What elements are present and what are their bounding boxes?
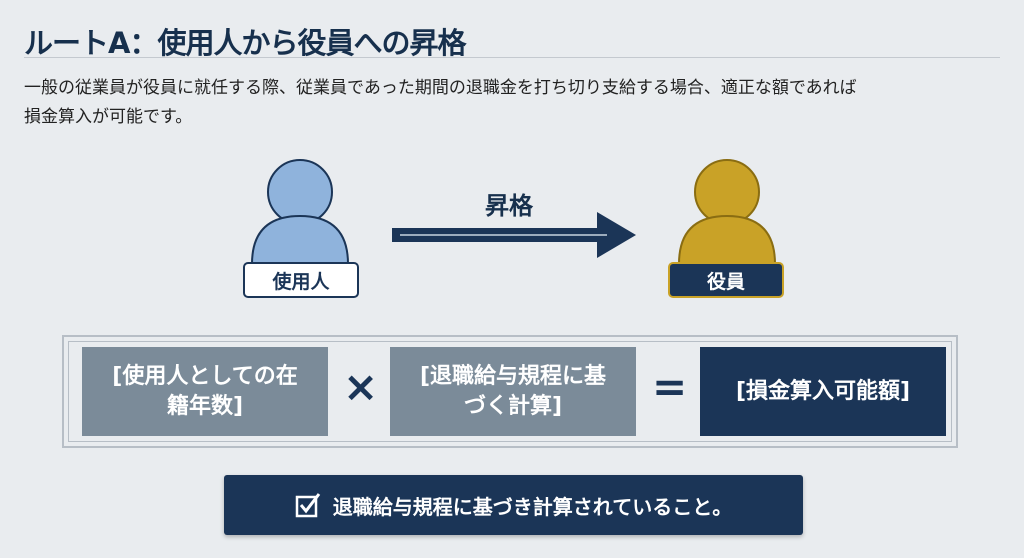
formula-frame xyxy=(62,335,958,448)
checkbox-checked-icon xyxy=(295,493,320,518)
times-sign: × xyxy=(343,362,379,411)
title-divider xyxy=(24,57,1000,58)
employee-label: 使用人 xyxy=(243,262,359,298)
formula-term-regulation-text: [退職給与規程に基づく計算] xyxy=(419,363,607,419)
formula-result: [損金算入可能額] xyxy=(700,347,946,436)
formula-term-regulation: [退職給与規程に基づく計算] xyxy=(390,347,636,436)
employee-person-icon xyxy=(250,159,350,265)
equals-sign: = xyxy=(652,362,688,411)
description-line-1: 一般の従業員が役員に就任する際、従業員であった期間の退職金を打ち切り支給する場合… xyxy=(24,78,857,98)
officer-person-icon xyxy=(677,159,777,265)
description-line-2: 損金算入が可能です。 xyxy=(24,107,193,127)
page-title: ルートA：使用人から役員への昇格 xyxy=(24,26,466,60)
promotion-label: 昇格 xyxy=(485,192,533,220)
officer-label: 役員 xyxy=(668,262,784,298)
condition-banner: 退職給与規程に基づき計算されていること。 xyxy=(224,475,803,535)
formula-term-years-text: [使用人としての在籍年数] xyxy=(112,363,298,419)
formula-term-years: [使用人としての在籍年数] xyxy=(82,347,328,436)
right-arrow-icon xyxy=(392,212,636,258)
condition-text: 退職給与規程に基づき計算されていること。 xyxy=(332,494,733,519)
